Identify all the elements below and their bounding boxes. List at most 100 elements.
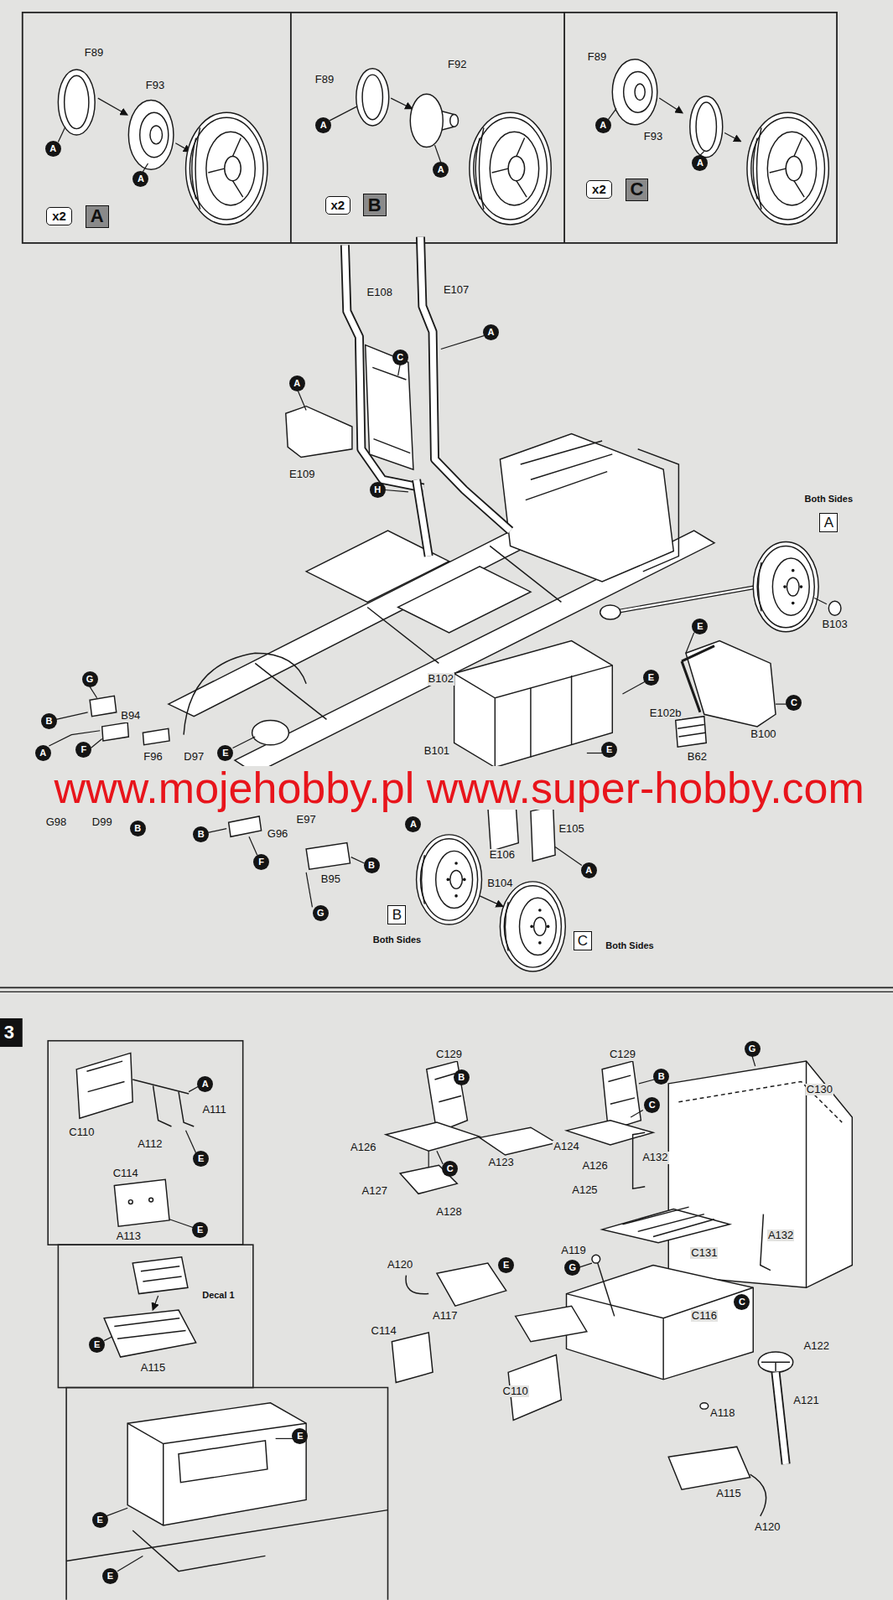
- callout-circle: E: [691, 618, 708, 635]
- truck-chassis: [228, 816, 262, 837]
- quantity-box: x2: [46, 207, 73, 226]
- wheel-variant-a: [140, 112, 169, 158]
- callout-circle: C: [733, 1294, 750, 1311]
- callout-circle: B: [192, 826, 209, 843]
- truck-chassis: [828, 601, 842, 616]
- wheel-variant-a: [142, 163, 148, 172]
- callout-letter: A: [320, 120, 328, 130]
- part-number: A120: [386, 1259, 414, 1272]
- cab-interior: [678, 1081, 842, 1123]
- leader-line: [207, 829, 227, 834]
- callout-circle: E: [192, 1151, 209, 1168]
- callout-letter: G: [569, 1263, 577, 1273]
- dash-inset: [103, 1257, 197, 1358]
- wheel-variant-a: [98, 98, 127, 115]
- callout-circle: E: [643, 669, 660, 686]
- step-frame: [22, 12, 837, 244]
- step-frame: [563, 12, 566, 244]
- truck-chassis: [102, 722, 130, 742]
- truck-chassis: [89, 695, 117, 717]
- dash-inset: [132, 1257, 188, 1295]
- truck-chassis: [420, 237, 510, 532]
- part-number: A121: [792, 1395, 820, 1407]
- leader-line: [90, 738, 102, 748]
- note-text: Both Sides: [604, 940, 655, 951]
- wheel-variant-a: [128, 100, 174, 171]
- sleeper-inset: [127, 1423, 307, 1527]
- leader-line: [56, 712, 89, 721]
- truck-chassis: [499, 434, 674, 582]
- truck-chassis: [344, 244, 424, 489]
- callout-circle: C: [643, 1097, 660, 1114]
- callout-letter: A: [293, 379, 301, 389]
- wheel-variant-c: [607, 59, 829, 225]
- part-number: G96: [266, 828, 290, 841]
- cab-interior: [479, 1127, 556, 1156]
- callout-letter: x2: [51, 208, 67, 224]
- callout-letter: E: [296, 1432, 303, 1442]
- note-text: Both Sides: [372, 934, 422, 945]
- callout-letter: A: [585, 866, 592, 876]
- callout-letter: B: [45, 716, 52, 727]
- callout-letter: E: [648, 673, 655, 683]
- truck-chassis: [416, 479, 430, 556]
- truck-chassis: [675, 716, 707, 748]
- callout-circle: E: [601, 742, 618, 759]
- callout-circle: A: [197, 1076, 213, 1093]
- variant-box: C: [573, 931, 592, 951]
- callout-letter: A: [696, 158, 704, 168]
- part-number: A125: [571, 1184, 598, 1197]
- pedal-inset: [132, 1079, 189, 1095]
- part-number: C131: [690, 1247, 718, 1260]
- wheel-variant-b: [469, 112, 551, 225]
- callout-letter: A: [90, 207, 104, 226]
- cab-interior: [579, 1263, 592, 1268]
- callout-letter: E: [107, 1572, 114, 1582]
- part-number: A117: [431, 1310, 458, 1323]
- wheel-variant-a: [150, 125, 163, 145]
- cab-interior: [668, 1447, 750, 1491]
- variant-tag: C: [625, 178, 649, 202]
- part-number: A113: [115, 1230, 142, 1243]
- cab-interior: [405, 1276, 429, 1295]
- quantity-box: x2: [586, 180, 613, 199]
- callout-circle: C: [392, 349, 409, 366]
- leader-line: [622, 681, 645, 695]
- part-number: A118: [709, 1407, 736, 1420]
- leader-line: [306, 872, 312, 908]
- part-number: C129: [435, 1048, 463, 1061]
- part-number: A126: [349, 1142, 377, 1154]
- pedal-inset: [76, 1053, 133, 1119]
- sleeper-inset: [106, 1508, 129, 1517]
- truck-chassis: [285, 406, 353, 458]
- pedal-inset: [86, 1061, 125, 1093]
- cab-interior: [668, 1061, 852, 1288]
- truck-chassis: [612, 586, 758, 613]
- callout-letter: E: [197, 1225, 203, 1236]
- callout-circle: A: [315, 117, 332, 134]
- part-number: A112: [136, 1138, 163, 1151]
- callout-letter: x2: [331, 197, 346, 213]
- cab-interior: [602, 1209, 730, 1244]
- callout-circle: H: [369, 482, 386, 499]
- part-number: E107: [442, 284, 470, 296]
- callout-letter: C: [577, 934, 588, 949]
- part-number: A119: [560, 1245, 587, 1257]
- callout-circle: A: [691, 155, 708, 172]
- callout-letter: x2: [591, 181, 607, 198]
- wheel-variant-a: [64, 75, 89, 129]
- callout-circle: B: [453, 1069, 470, 1086]
- cab-interior: [566, 1287, 754, 1381]
- callout-circle: F: [253, 854, 270, 871]
- dash-inset: [103, 1337, 113, 1342]
- variant-tag: B: [363, 193, 387, 217]
- leader-line: [249, 836, 258, 856]
- sleeper-inset: [66, 1403, 388, 1573]
- part-number: F89: [83, 46, 104, 59]
- section-divider: [0, 991, 893, 993]
- part-number: C130: [805, 1084, 834, 1096]
- callout-letter: C: [648, 1100, 656, 1111]
- sleeper-inset: [178, 1441, 268, 1484]
- dash-inset: [153, 1296, 159, 1310]
- part-number: C129: [608, 1048, 637, 1061]
